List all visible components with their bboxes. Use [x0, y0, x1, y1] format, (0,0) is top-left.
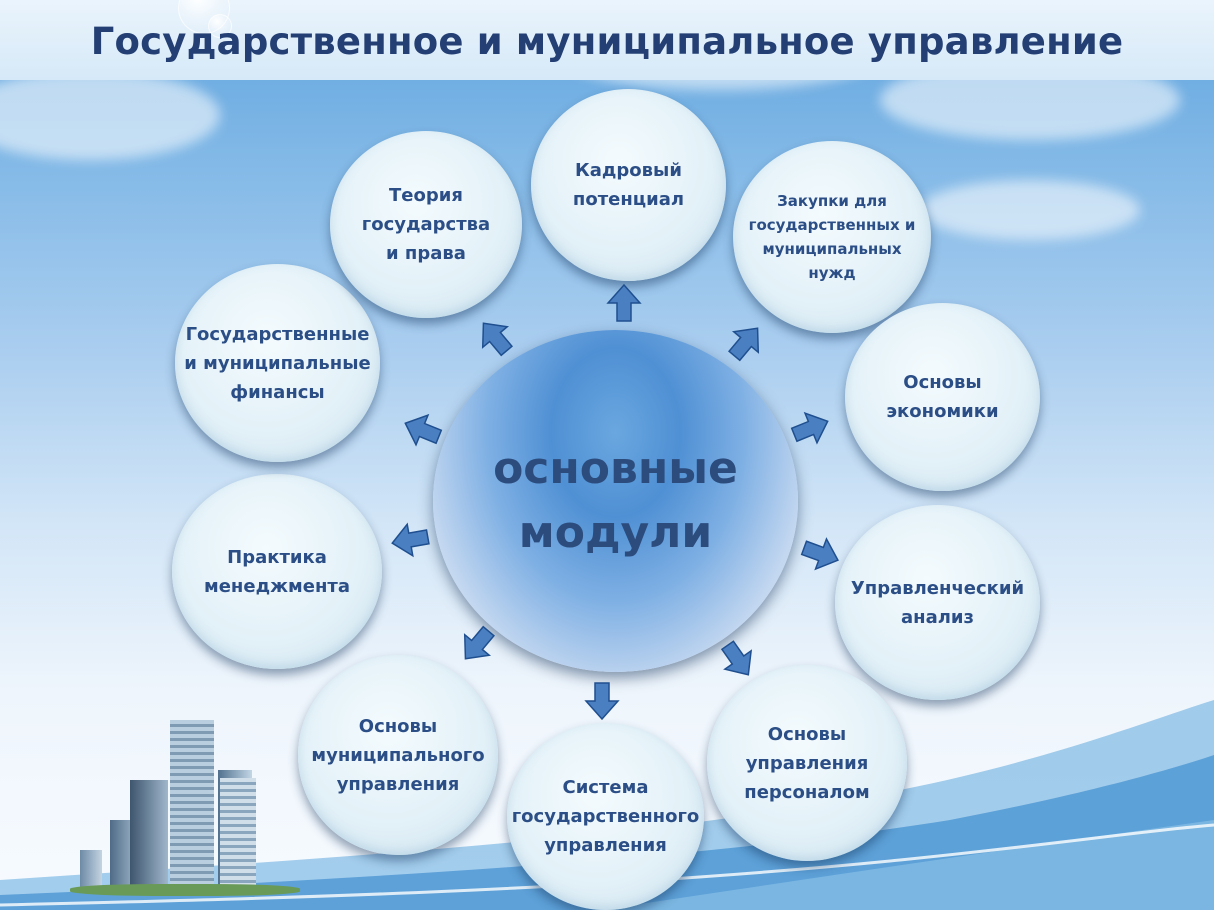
module-label: Закупки для государственных и муниципаль…	[748, 192, 916, 282]
module-upravlenie-personalom: Основы управления персоналом	[707, 665, 907, 861]
module-label: Управленческий анализ	[850, 577, 1025, 628]
arrow-icon	[728, 327, 760, 362]
module-osnovy-ekonomiki: Основы экономики	[845, 303, 1040, 491]
module-label: Кадровый потенциал	[572, 160, 685, 210]
arrow-icon	[391, 522, 430, 558]
arrow-icon	[606, 283, 642, 322]
city-skyline-icon	[70, 700, 310, 910]
arrow-icon	[800, 537, 839, 571]
module-label: Практика менеджмента	[204, 546, 350, 597]
module-praktika-menedzhmenta: Практика менеджмента	[172, 474, 382, 669]
cloud-decoration	[0, 70, 220, 160]
arrow-icon	[463, 625, 495, 660]
arrow-icon	[790, 411, 829, 445]
module-label: Система государственного управления	[511, 777, 700, 856]
module-label: Основы управления персоналом	[744, 723, 870, 803]
arrow-icon	[720, 640, 753, 676]
module-label: Основы муниципального управления	[311, 715, 485, 795]
module-label: Теория государства и права	[361, 185, 491, 264]
module-label: Основы экономики	[886, 372, 999, 422]
bubble-decoration	[208, 14, 232, 38]
module-upravlencheskiy-analiz: Управленческий анализ	[835, 505, 1040, 700]
module-label: Государственные и муниципальные финансы	[184, 323, 371, 403]
cloud-decoration	[920, 180, 1140, 240]
module-finansy: Государственные и муниципальные финансы	[175, 264, 380, 462]
module-teoriya-gosudarstva: Теория государства и права	[330, 131, 522, 318]
arrow-icon	[481, 322, 513, 357]
arrow-icon	[584, 682, 620, 721]
center-label: основные модули	[493, 443, 738, 558]
page-title: Государственное и муниципальное управлен…	[90, 20, 1124, 63]
module-sistema-upravleniya: Система государственного управления	[507, 723, 704, 910]
module-municipalnoe-upravlenie: Основы муниципального управления	[298, 655, 498, 855]
arrow-icon	[404, 413, 443, 447]
center-circle: основные модули	[433, 330, 798, 672]
module-kadrovyi-potencial: Кадровый потенциал	[531, 89, 726, 281]
module-zakupki: Закупки для государственных и муниципаль…	[733, 141, 931, 333]
